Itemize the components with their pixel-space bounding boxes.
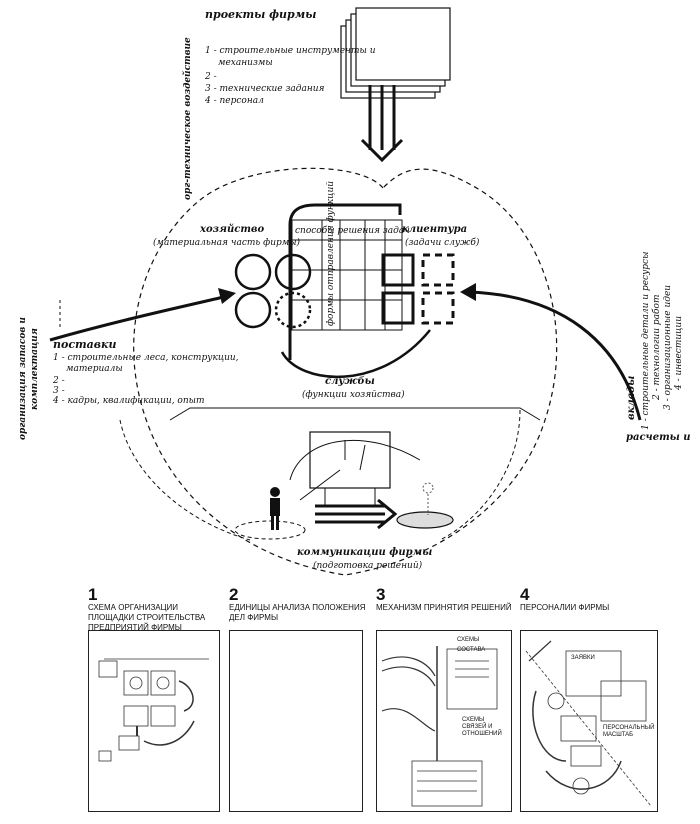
projects-item-3: 3 - технические задания (205, 84, 325, 94)
panel-3-label-b: СХЕМЫ СВЯЗЕЙ И ОТНОШЕНИЙ (462, 717, 502, 737)
panel-4-sketch (525, 640, 652, 807)
panel-3-sketch (381, 646, 498, 807)
panel-3: СХЕМЫ СОСТАВА СХЕМЫ СВЯЗЕЙ И ОТНОШЕНИЙ (376, 630, 512, 812)
sluzhby-title: службы (325, 376, 375, 387)
vklady-arrow (467, 290, 642, 421)
klientura-title: клиентура (402, 224, 468, 235)
projects-item-1: 1 - строительные инструменты и (205, 46, 376, 56)
klientura-squares (381, 253, 415, 325)
panel-4: ЗАЯВКИ ПЕРСОНАЛЬНЫЙ МАСШТАБ (520, 630, 658, 812)
klientura-subtitle: (задачи служб) (405, 238, 480, 248)
heart-outline (133, 167, 558, 576)
table-bracket (288, 203, 402, 360)
communications-subtitle: (подготовка решений) (313, 561, 423, 571)
vklady-item-3: 3 - организационные идеи (663, 284, 673, 410)
panel-3-number: 3 (376, 585, 386, 604)
panel-2 (229, 630, 363, 812)
panel-1-sketch (98, 658, 209, 762)
vklady-item-1: 1 - строительные детали и ресурсы (641, 251, 651, 430)
panel-2-caption: ЕДИНИЦЫ АНАЛИЗА ПОЛОЖЕНИЯ ДЕЛ ФИРМЫ (229, 603, 366, 622)
panel-1 (88, 630, 220, 812)
projects-down-arrow (360, 85, 404, 163)
projects-item-4: 4 - персонал (205, 96, 264, 106)
hozyaistvo-circles (234, 253, 312, 329)
panel-1-number: 1 (88, 585, 98, 604)
table-header: способы решения задач (295, 226, 410, 236)
panel-4-label-b: ПЕРСОНАЛЬНЫЙ МАСШТАБ (603, 725, 655, 738)
sluzhby-subtitle: (функции хозяйства) (302, 390, 405, 400)
projects-title: проекты фирмы (205, 8, 317, 21)
hozyaistvo-title: хозяйство (200, 224, 265, 235)
hozyaistvo-subtitle: (материальная часть фирмы) (153, 238, 301, 248)
postavki-item-4: 4 - кадры, квалификации, опыт (53, 396, 205, 406)
person-figure (270, 487, 280, 530)
communication-arrow (315, 498, 398, 530)
ghost-figure (422, 482, 434, 515)
postavki-title: поставки (53, 338, 117, 351)
far-left-label-2: комплектация (30, 328, 40, 410)
panel-2-number: 2 (229, 585, 239, 604)
panel-1-caption: СХЕМА ОРГАНИЗАЦИИ ПЛОЩАДКИ СТРОИТЕЛЬСТВА… (88, 603, 206, 632)
org-tech-label: орг-техническое воздействие (183, 37, 193, 200)
panel-4-label-a: ЗАЯВКИ (571, 655, 595, 661)
panel-4-number: 4 (520, 585, 530, 604)
vklady-title: вклады (626, 375, 637, 420)
postavki-item-2: 2 - (53, 376, 65, 386)
projects-item-2: 2 - (205, 72, 217, 82)
postavki-item-1: 1 - строительные леса, конструкции, (53, 353, 239, 363)
panel-3-label-a: СХЕМЫ СОСТАВА (457, 637, 486, 653)
postavki-arrow (49, 294, 229, 342)
project-sheets (340, 7, 451, 99)
projects-item-1b: механизмы (218, 58, 273, 68)
postavki-item-1b: материалы (66, 364, 123, 374)
communications-title: коммуникации фирмы (297, 547, 433, 558)
far-left-label-1: организация запасов и (18, 317, 28, 440)
table-vertical-label: формы отправления функций (326, 180, 336, 326)
vklady-item-2: 2 - технологии работ (652, 294, 662, 401)
communication-scene (169, 407, 541, 540)
panel-4-caption: ПЕРСОНАЛИИ ФИРМЫ (520, 603, 610, 612)
vklady-item-4: 4 - инвестиции (674, 315, 684, 390)
postavki-item-3: 3 - (53, 386, 65, 396)
far-right-label: расчеты и (626, 432, 691, 443)
panel-3-caption: МЕХАНИЗМ ПРИНЯТИЯ РЕШЕНИЙ (376, 603, 512, 612)
